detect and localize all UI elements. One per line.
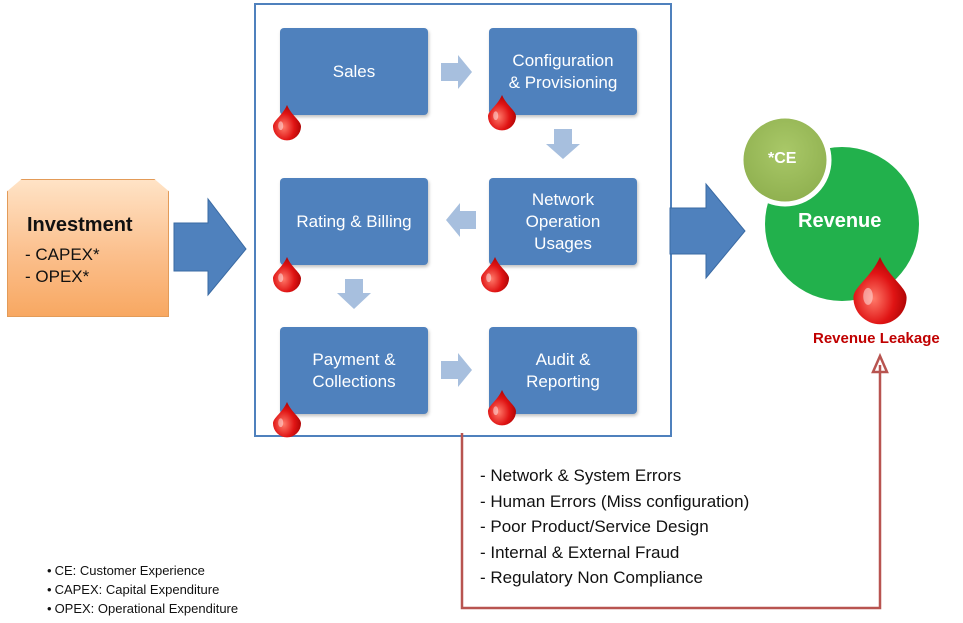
flow-arrow-payment-audit [441,353,472,387]
investment-title: Investment [27,214,133,236]
cause-item: - Network & System Errors [480,466,682,485]
step-rating-billing: Rating & Billing [280,178,428,265]
ce-circle [738,113,832,207]
footnote-opex: OPEX: Operational Expenditure [47,599,239,618]
step-network-operation-usages: Network Operation Usages [489,178,637,265]
step-configuration-provisioning: Configuration & Provisioning [489,28,637,115]
investment-item-capex: - CAPEX* [25,245,100,264]
revenue-arrow [669,182,746,280]
leakage-causes-list: - Network & System Errors - Human Errors… [480,463,749,591]
investment-arrow [173,197,247,297]
revenue-leakage-label: Revenue Leakage [813,330,940,347]
flow-arrow-rating-payment [337,279,371,309]
investment-items: - CAPEX* - OPEX* [25,244,100,288]
step-payment-label: Payment & Collections [312,349,396,391]
footnote-ce: CE: Customer Experience [47,561,238,580]
step-network-label: Network Operation Usages [525,189,601,253]
cause-item: - Poor Product/Service Design [480,517,709,536]
investment-item-opex: - OPEX* [25,267,90,286]
step-sales: Sales [280,28,428,115]
step-config-label: Configuration & Provisioning [508,50,618,92]
step-payment-collections: Payment & Collections [280,327,428,414]
step-sales-label: Sales [332,61,376,81]
ce-label: *CE [768,150,797,167]
leakage-feedback-line [460,365,882,610]
investment-box [7,179,169,317]
flow-arrow-sales-config [441,55,472,89]
cause-item: - Human Errors (Miss configuration) [480,491,750,511]
footnote-capex: CAPEX: Capital Expenditure [47,580,238,599]
step-audit-label: Audit & Reporting [526,349,600,391]
flow-arrow-network-rating [446,203,476,237]
revenue-label: Revenue [798,210,882,232]
leakage-arrowhead [871,352,889,374]
step-rating-label: Rating & Billing [296,211,412,231]
footnotes: CE: Customer Experience CAPEX: Capital E… [47,561,239,618]
cause-item: - Internal & External Fraud [480,542,680,562]
cause-item: - Regulatory Non Compliance [480,568,703,587]
flow-arrow-config-network [546,129,580,159]
step-audit-reporting: Audit & Reporting [489,327,637,414]
